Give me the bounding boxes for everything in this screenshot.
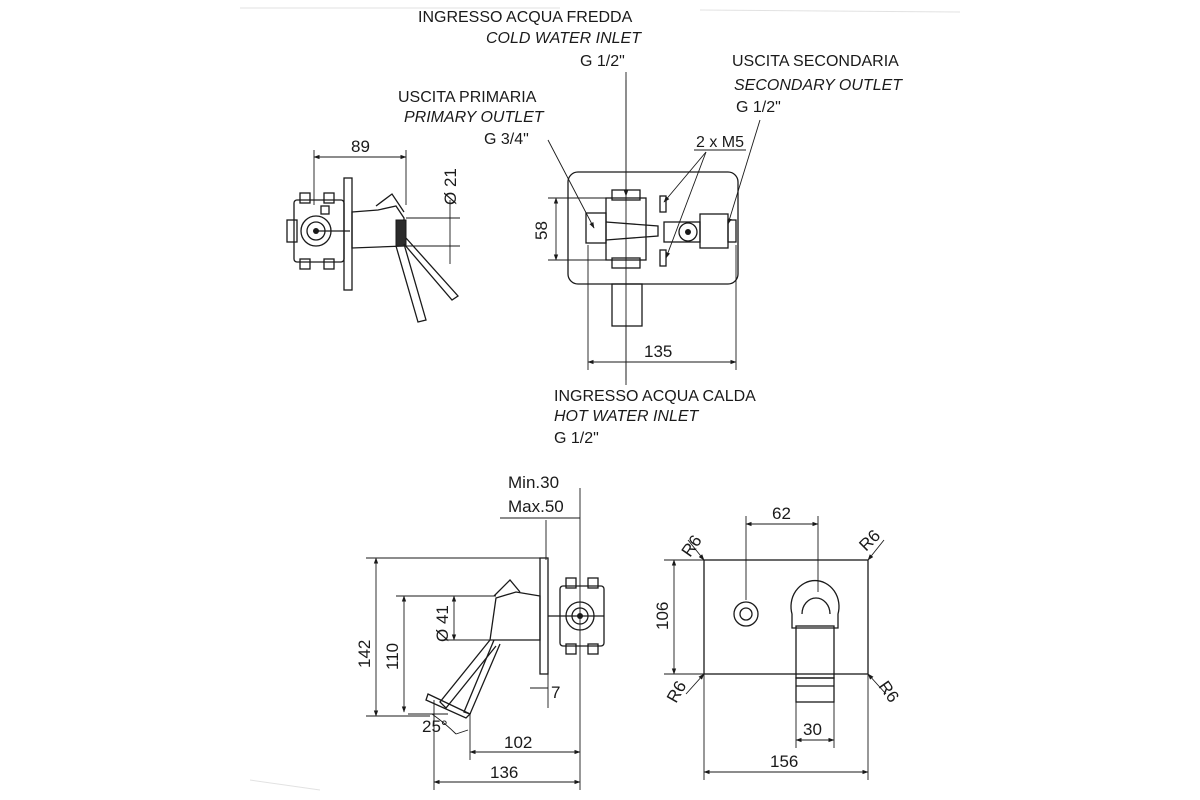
dim-d41: Ø 41	[433, 595, 496, 642]
dim-106: 106	[653, 559, 704, 675]
dim-106-label: 106	[653, 602, 672, 630]
hot-inlet-it: INGRESSO ACQUA CALDA	[554, 388, 756, 405]
body-mounting-plate	[567, 171, 739, 285]
side-view-valve-body	[548, 577, 605, 655]
r6-bottom-right: R6	[875, 677, 903, 706]
dim-25-label: 25°	[422, 717, 448, 736]
dim-110-label: 110	[383, 643, 402, 670]
cold-inlet-size: G 1/2"	[580, 53, 625, 70]
dim-d21: Ø 21	[406, 168, 460, 264]
dim-156: 156	[703, 674, 869, 780]
dim-102: 102	[469, 700, 581, 760]
hot-inlet-size: G 1/2"	[554, 430, 599, 447]
front-plate-view: 62 106 R6 R6 R6 R6 30	[653, 504, 903, 780]
dim-62-label: 62	[772, 504, 791, 523]
secondary-outlet-callout: USCITA SECONDARIA SECONDARY OUTLET G 1/2…	[732, 53, 903, 116]
primary-outlet-it: USCITA PRIMARIA	[398, 89, 537, 106]
dim-62: 62	[745, 504, 819, 600]
screws-label: 2 x M5	[696, 134, 744, 151]
cold-inlet-it: INGRESSO ACQUA FREDDA	[418, 9, 633, 26]
dim-d21-label: Ø 21	[441, 168, 460, 205]
hot-inlet-callout: INGRESSO ACQUA CALDA HOT WATER INLET G 1…	[554, 388, 756, 447]
top-view: 89 Ø 21	[286, 137, 460, 323]
r6-top-left: R6	[678, 532, 706, 561]
dim-min-label: Min.30	[508, 473, 559, 492]
primary-outlet-block	[585, 189, 659, 269]
primary-outlet-en: PRIMARY OUTLET	[404, 109, 545, 126]
dim-135: 135	[587, 245, 737, 370]
screw-marks	[659, 195, 667, 267]
cold-inlet-callout: INGRESSO ACQUA FREDDA COLD WATER INLET G…	[418, 9, 642, 70]
side-view-mixer	[425, 579, 541, 719]
r6-bottom-left: R6	[663, 678, 690, 706]
dim-102-label: 102	[504, 733, 532, 752]
primary-outlet-size: G 3/4"	[484, 131, 529, 148]
dim-142: 142	[355, 557, 548, 717]
side-view: Min.30 Max.50 142 110 Ø 41 7	[355, 473, 605, 790]
dim-7-label: 7	[551, 683, 560, 702]
mixer-lever-front	[790, 580, 840, 703]
dim-136: 136	[433, 700, 581, 790]
secondary-outlet-it: USCITA SECONDARIA	[732, 53, 899, 70]
dim-d41-label: Ø 41	[433, 605, 452, 642]
cold-inlet-en: COLD WATER INLET	[486, 30, 642, 47]
secondary-outlet-size: G 1/2"	[736, 99, 781, 116]
dim-58: 58	[532, 197, 608, 261]
callout-leaders	[547, 72, 761, 385]
dim-7: 7	[530, 674, 560, 708]
top-view-valve-body	[286, 192, 350, 270]
dim-135-label: 135	[644, 342, 672, 361]
primary-outlet-callout: USCITA PRIMARIA PRIMARY OUTLET G 3/4"	[398, 89, 545, 148]
dim-142-label: 142	[355, 640, 374, 668]
dim-30-label: 30	[803, 720, 822, 739]
side-view-wall-plate	[539, 557, 549, 675]
dim-136-label: 136	[490, 763, 518, 782]
corner-radius-marks: R6 R6 R6 R6	[663, 526, 903, 706]
dim-25-deg: 25°	[408, 713, 469, 736]
top-view-wall-plate	[343, 177, 353, 291]
dim-30: 30	[795, 702, 835, 748]
r6-top-right: R6	[855, 526, 884, 555]
top-view-lever	[395, 237, 459, 323]
hot-inlet-stub	[611, 283, 643, 327]
hot-inlet-en: HOT WATER INLET	[554, 408, 700, 425]
dim-89-label: 89	[351, 137, 370, 156]
dim-89: 89	[313, 137, 407, 205]
secondary-outlet-block	[663, 213, 737, 249]
background-ghost-marks	[240, 7, 961, 791]
dim-58-label: 58	[532, 221, 551, 240]
diverter-knob	[733, 601, 759, 627]
dim-min-max: Min.30 Max.50	[500, 473, 581, 700]
front-wall-plate	[703, 559, 869, 675]
secondary-outlet-en: SECONDARY OUTLET	[734, 77, 903, 94]
top-view-mixer-body	[351, 193, 407, 249]
dim-156-label: 156	[770, 752, 798, 771]
body-front-view: 58 135 INGRESSO ACQUA FREDDA COLD WATER …	[398, 9, 903, 447]
dim-max-label: Max.50	[508, 497, 564, 516]
